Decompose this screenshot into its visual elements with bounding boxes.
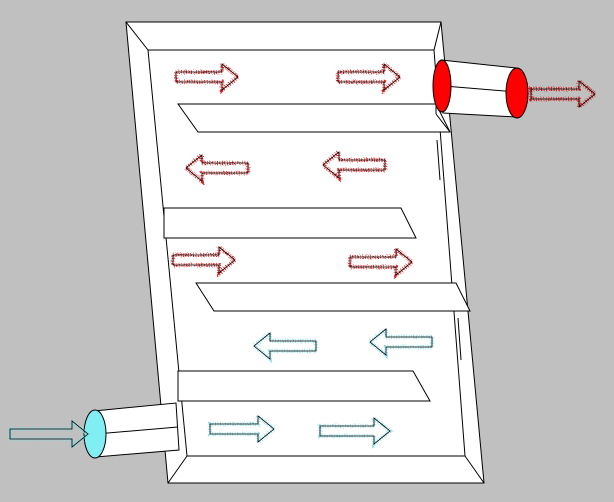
flow-arrow-outline [530,80,596,108]
inlet-pipe [83,402,180,459]
flow-arrow-outline [175,63,239,91]
flow-arrow-outline [172,246,236,274]
bevel-top-left [125,21,149,51]
flow-arrow-outline [253,332,317,360]
flow-arrow-right-hot [336,59,404,95]
exchanger-body [125,21,485,484]
flow-arrow-right-cold [8,416,92,452]
outlet-port-outer [505,67,529,119]
baffle-1-edge [435,113,451,133]
flow-arrow-right-hot [174,59,242,95]
bevel-top-right [433,21,442,51]
outlet-pipe [432,59,529,119]
flow-arrow-right-hot [348,244,416,280]
flow-arrow-outline [319,417,391,445]
flow-arrow-left-hot [182,150,250,186]
flow-arrow-right-hot [171,242,239,278]
flow-arrow-right-hot [529,76,599,112]
flow-arrow-left-hot [319,147,387,183]
flow-arrow-outline [337,63,401,91]
inlet-pipe-midline [95,426,179,435]
flow-arrow-left-cold [250,328,318,364]
flow-arrow-left-cold [366,324,434,360]
outlet-pipe-midline [443,85,517,93]
outlet-port-inner [432,59,452,113]
flow-arrow-right-cold [318,413,394,449]
flow-arrow-outline [9,420,89,448]
baffles [163,103,471,402]
inlet-pipe-body [93,402,180,458]
inlet-port [83,409,107,459]
flow-arrow-outline [322,151,386,179]
baffle-2-wall [436,139,441,181]
flow-arrow-right-cold [208,411,278,447]
baffle-1 [177,103,451,133]
bevel-bottom-left [167,455,188,484]
flow-arrows [8,59,599,452]
bevel-bottom-right [464,455,485,484]
flow-arrow-outline [369,328,433,356]
flow-arrow-outline [185,154,249,182]
flow-arrow-outline [209,415,275,443]
baffle-4-wall [457,317,462,361]
flow-arrow-outline [349,248,413,276]
baffle-2 [163,207,417,239]
baffle-4 [177,370,431,402]
baffle-3 [195,282,471,312]
